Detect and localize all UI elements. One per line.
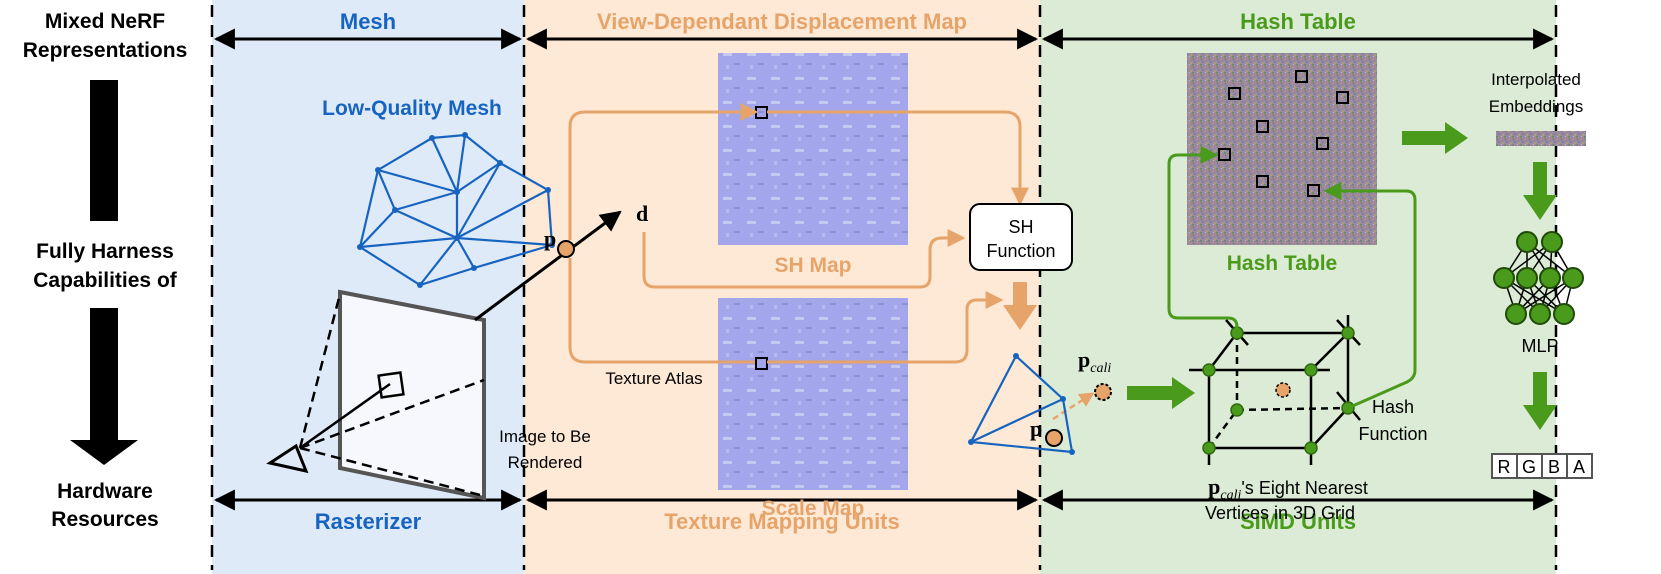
triangle-point — [1045, 429, 1063, 447]
down-arrow-shaft-bottom — [90, 308, 118, 440]
sh-function-line1: SH — [1008, 217, 1033, 237]
sh-map-label: SH Map — [774, 254, 851, 277]
into-grid-arrow — [1127, 377, 1195, 409]
rgba-a: A — [1573, 457, 1585, 477]
image-caption-line2: Rendered — [508, 453, 583, 472]
mesh-header: Mesh — [340, 9, 396, 34]
hash-function-line1: Hash — [1372, 397, 1414, 417]
interp-line2: Embeddings — [1489, 97, 1584, 116]
hardware-line2: Resources — [51, 508, 158, 531]
grid-query-point — [1275, 382, 1291, 398]
texture-atlas-label: Texture Atlas — [605, 369, 702, 388]
tmu-footer: Texture Mapping Units — [664, 509, 900, 534]
eight-nearest-line2: Vertices in 3D Grid — [1205, 503, 1355, 523]
interp-line1: Interpolated — [1491, 70, 1581, 89]
eight-nearest-line1: pcali's Eight Nearest — [1208, 474, 1368, 503]
embedding-vector — [1496, 131, 1586, 146]
hash-lookup-arrows — [1167, 146, 1417, 410]
to-mlp-arrow — [1523, 162, 1557, 220]
simd-footer: SIMD Units — [1240, 509, 1356, 534]
hash-header: Hash Table — [1240, 9, 1356, 34]
to-rgba-arrow — [1523, 372, 1557, 430]
triangle-vertices — [968, 353, 1075, 455]
low-quality-mesh-label: Low-Quality Mesh — [322, 97, 502, 120]
hardware-line1: Hardware — [57, 480, 153, 503]
sh-function-line2: Function — [986, 241, 1055, 261]
hash-function-line2: Function — [1358, 424, 1427, 444]
rgba-g: G — [1522, 457, 1536, 477]
texture-flows — [568, 103, 1095, 421]
mixed-nerf-line1: Mixed NeRF — [45, 10, 165, 33]
pcali-point — [1094, 383, 1112, 401]
span-arrows — [213, 28, 1555, 511]
image-caption-line1: Image to Be — [499, 427, 591, 446]
surface-point-label: p — [544, 226, 556, 251]
rgba-r: R — [1498, 457, 1511, 477]
fully-harness-line1: Fully Harness — [36, 240, 174, 263]
displacement-header: View-Dependant Displacement Map — [597, 9, 967, 34]
rasterizer-footer: Rasterizer — [315, 509, 422, 534]
mesh-vertices — [357, 132, 555, 288]
down-arrow-head — [70, 440, 138, 465]
mlp-label: MLP — [1521, 336, 1558, 356]
scale-map-label: Scale Map — [762, 497, 865, 520]
scale-map-image — [718, 298, 908, 490]
camera-icon — [266, 443, 309, 474]
pixel-square — [377, 371, 405, 399]
image-plane — [338, 289, 486, 501]
to-embeddings-arrow — [1402, 122, 1468, 154]
pcali-label: pcali — [1078, 347, 1111, 376]
hash-table-label: Hash Table — [1227, 252, 1337, 275]
rgba-b: B — [1548, 457, 1560, 477]
hash-table-entries — [1218, 70, 1349, 197]
surface-point — [557, 240, 575, 258]
sh-map-image — [718, 53, 908, 245]
sh-output-arrow — [1003, 282, 1037, 330]
direction-label: d — [636, 201, 648, 226]
down-arrow-shaft-top — [90, 80, 118, 221]
low-quality-mesh — [358, 133, 554, 287]
hash-table-image — [1187, 53, 1377, 245]
sh-function-box — [969, 203, 1073, 271]
mlp-network — [1493, 231, 1584, 325]
rgba-output — [1491, 453, 1593, 479]
mixed-nerf-line2: Representations — [23, 39, 188, 62]
triangle-point-label: p — [1030, 416, 1042, 441]
fully-harness-line2: Capabilities of — [33, 269, 178, 292]
camera-frustum — [298, 210, 622, 498]
